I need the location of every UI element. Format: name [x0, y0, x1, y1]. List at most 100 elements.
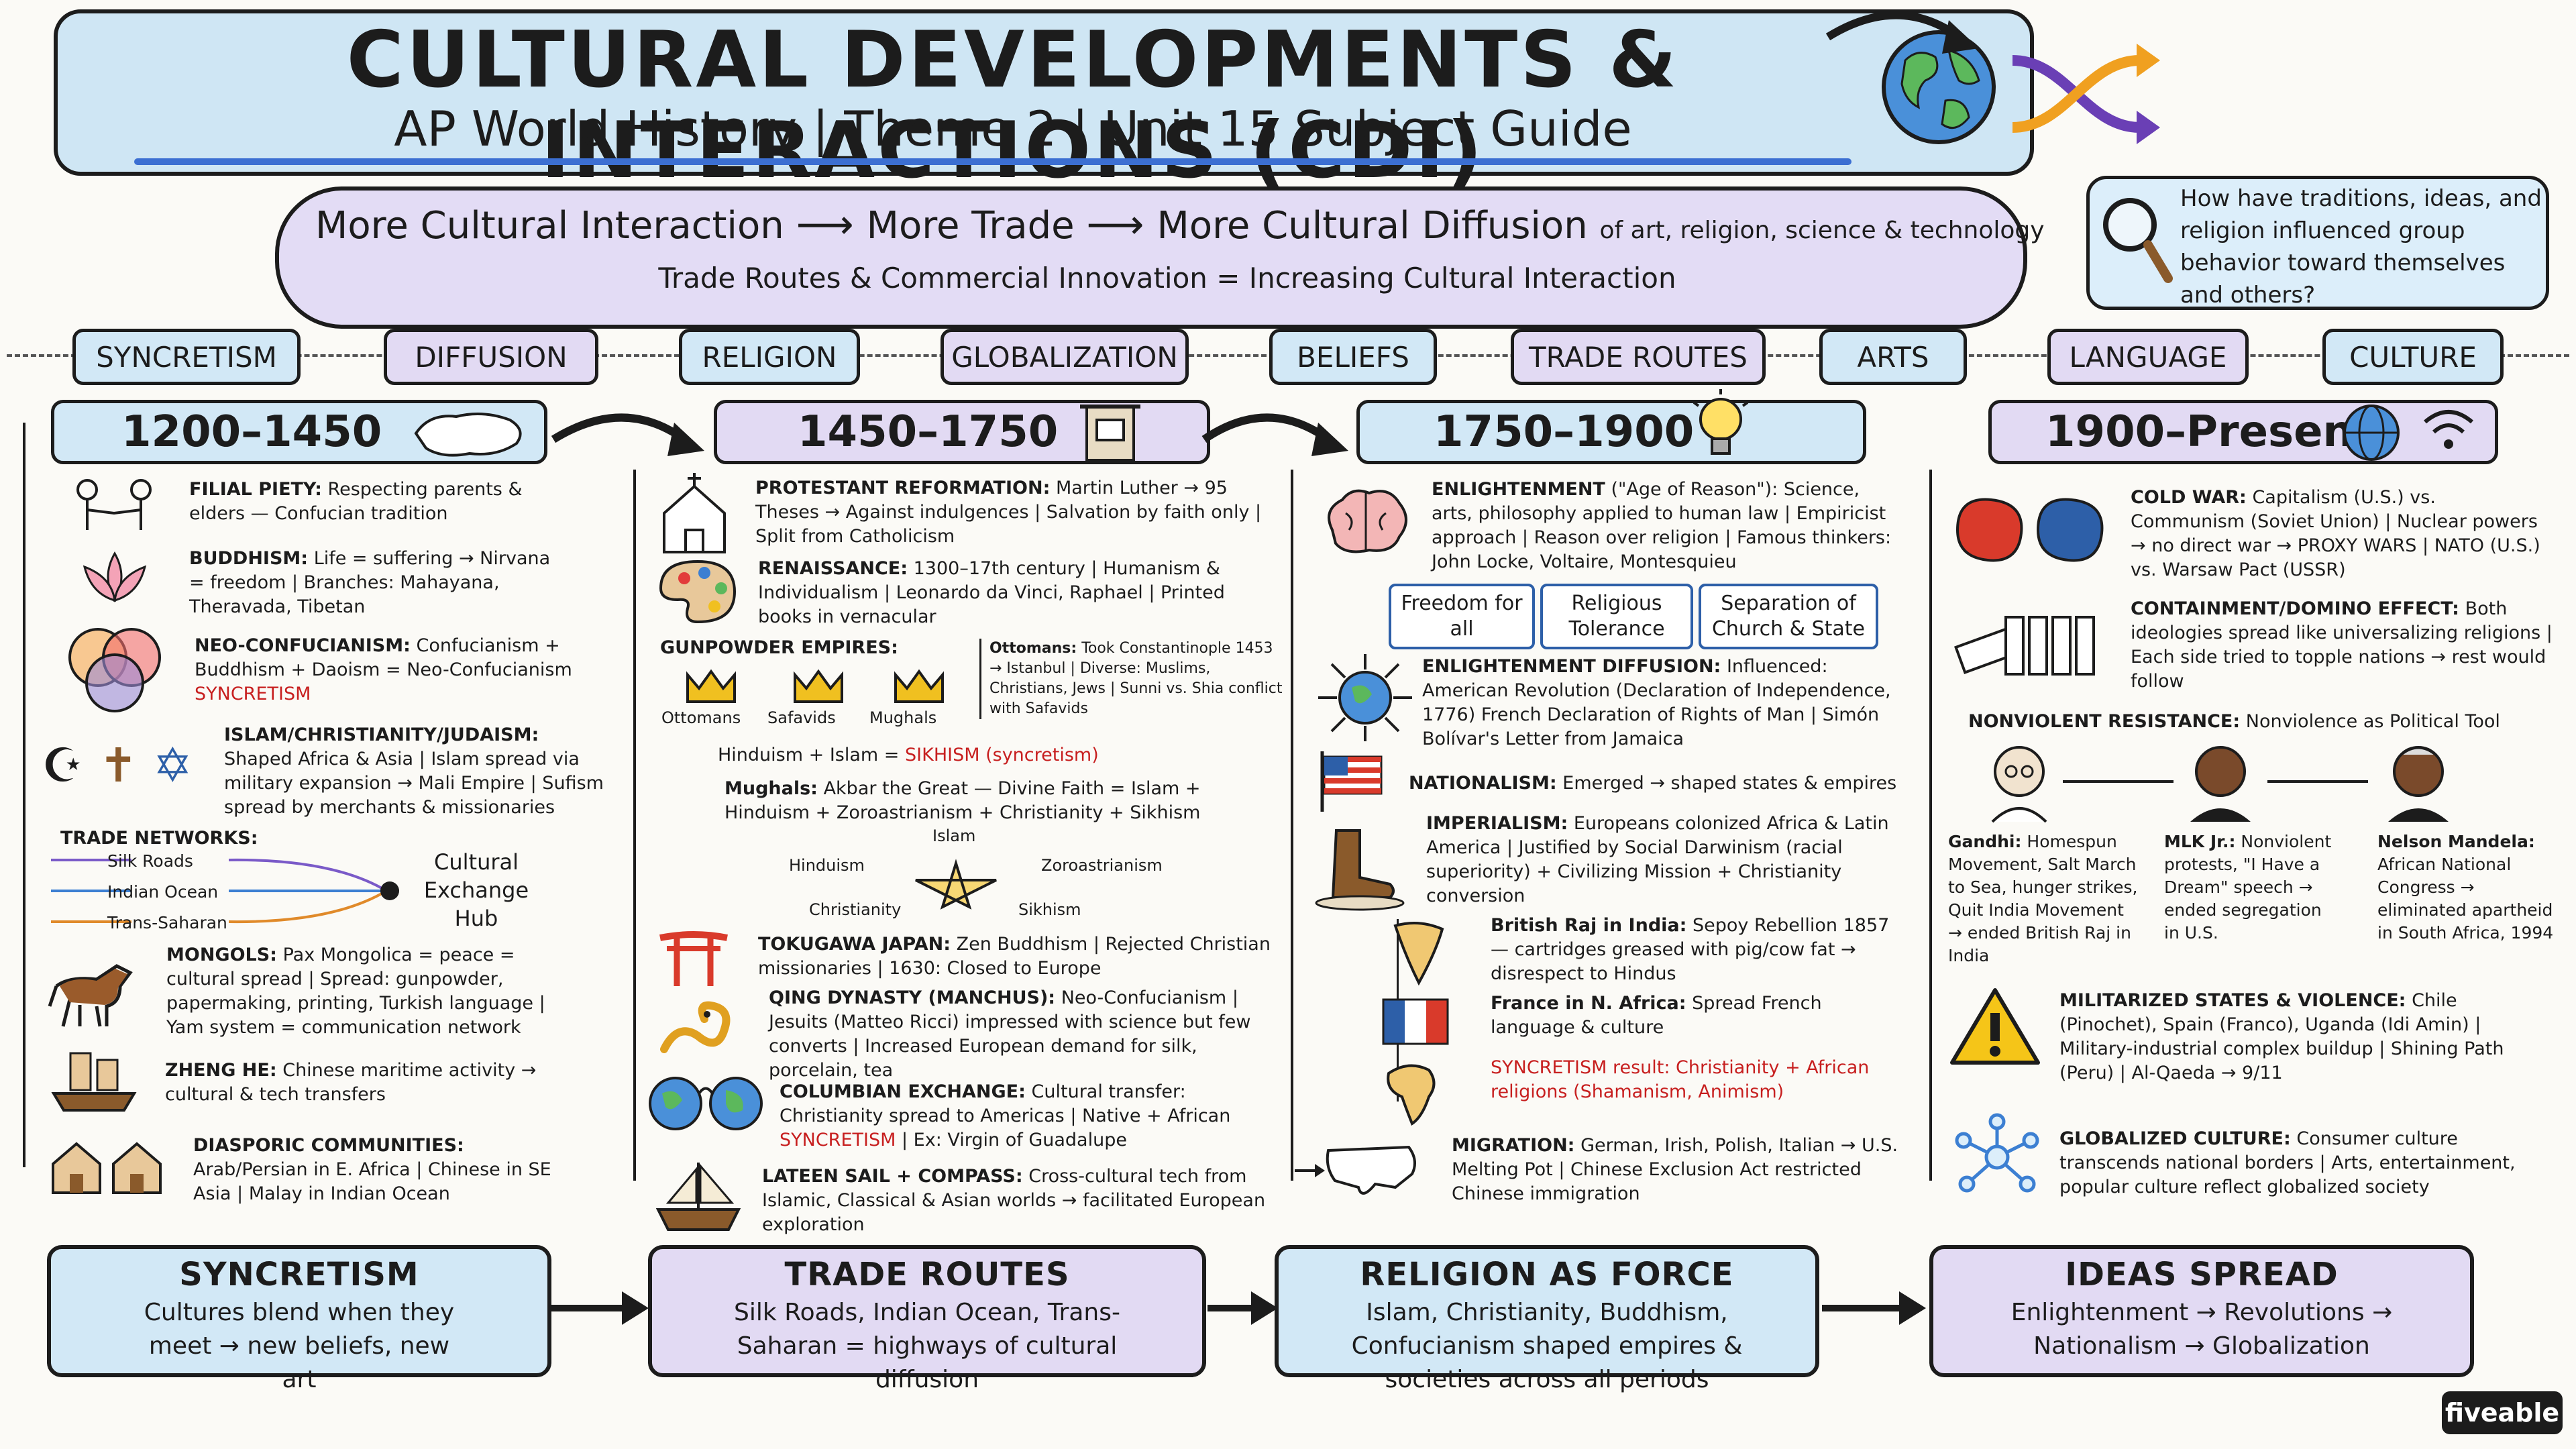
star-hinduism: Hinduism [789, 856, 865, 875]
crown-icon [894, 669, 944, 703]
tag-beliefs: BELIEFS [1269, 329, 1437, 385]
flow-step-3-note: of art, religion, science & technology [1599, 217, 2045, 244]
tag-language: LANGUAGE [2047, 329, 2249, 385]
star-diagram-icon [915, 859, 997, 910]
globe-icon [2343, 405, 2400, 461]
fiveable-logo: fiveable [2442, 1391, 2563, 1434]
renaissance-entry: RENAISSANCE: 1300–17th century | Humanis… [758, 558, 1225, 627]
flow-equation: Trade Routes & Commercial Innovation = I… [658, 262, 1676, 294]
crown-icon [686, 669, 736, 703]
nationalism-entry: NATIONALISM: Emerged → shaped states & e… [1409, 773, 1897, 794]
nonviolent-title: NONVIOLENT RESISTANCE: Nonviolence as Po… [1968, 711, 2500, 732]
arrow-right-icon [1822, 1291, 1926, 1325]
arrow-right-icon [551, 1291, 649, 1325]
globe-icon [1882, 30, 1996, 144]
migration-entry: MIGRATION: German, Irish, Polish, Italia… [1452, 1135, 1898, 1204]
summary-syncretism: SYNCRETISM Cultures blend when they meet… [47, 1245, 551, 1393]
tag-religion: RELIGION [679, 329, 860, 385]
network-icon [1955, 1113, 2039, 1193]
star-of-david-icon: ✡ [152, 738, 193, 793]
enlightenment-diffusion-entry: ENLIGHTENMENT DIFFUSION: Influenced: Ame… [1422, 656, 1891, 749]
trade-networks-title: TRADE NETWORKS: [60, 828, 258, 849]
containment-entry: CONTAINMENT/DOMINO EFFECT: Both ideologi… [2131, 598, 2553, 692]
empire-safavids: Safavids [767, 708, 836, 727]
syncretism-label: SYNCRETISM [195, 684, 311, 704]
warning-icon [1950, 988, 2040, 1065]
lateen-entry: LATEEN SAIL + COMPASS: Cross-cultural te… [762, 1166, 1266, 1235]
twin-globes-icon [649, 1077, 763, 1130]
flag-icon [1320, 751, 1383, 812]
enlightenment-entry: ENLIGHTENMENT ("Age of Reason"): Science… [1432, 479, 1892, 572]
essential-question-box [2086, 176, 2549, 310]
houses-icon [52, 1142, 162, 1194]
flow-step-2: More Trade [866, 204, 1075, 248]
empire-mughals: Mughals [869, 708, 937, 727]
route-indian-ocean: Indian Ocean [107, 882, 219, 902]
summary-trade-routes: TRADE ROUTES Silk Roads, Indian Ocean, T… [648, 1245, 1206, 1393]
sailing-ship-icon [655, 1163, 741, 1231]
boxing-gloves-icon [1955, 498, 2104, 562]
usa-map-icon [1295, 1145, 1416, 1195]
period-label: 1900–Present [2045, 407, 2374, 457]
mughals-entry: Mughals: Akbar the Great — Divine Faith … [724, 778, 1201, 823]
cross-icon: ✝ [99, 738, 138, 793]
horse-icon [48, 964, 133, 1027]
church-icon [663, 473, 726, 553]
star-sikhism: Sikhism [1018, 900, 1081, 919]
neo-confucianism-entry: NEO-CONFUCIANISM: Confucianism + Buddhis… [195, 635, 572, 704]
wifi-icon [2424, 410, 2473, 449]
timeline-rule [23, 423, 25, 1167]
arrow-right-icon: ⟶ [1086, 201, 1157, 248]
period-header-1750: 1750–1900 [1356, 400, 1866, 464]
timeline-rule [1291, 470, 1293, 1181]
ideal-separation-box: Separation of Church & State [1699, 584, 1878, 649]
globalized-entry: GLOBALIZED CULTURE: Consumer culture tra… [2059, 1128, 2516, 1197]
mongols-entry: MONGOLS: Pax Mongolica = peace = cultura… [166, 945, 545, 1038]
page-subtitle: AP World History | Theme 2 | Unit 15 Sub… [394, 101, 1632, 157]
reformation-entry: PROTESTANT REFORMATION: Martin Luther → … [755, 478, 1262, 547]
india-map-icon [1393, 922, 1444, 986]
dragon-icon [660, 1001, 731, 1053]
tag-diffusion: DIFFUSION [384, 329, 598, 385]
timeline-arrow-icon [1201, 413, 1348, 456]
exchange-hub-label: Cultural Exchange Hub [423, 849, 529, 931]
timeline-rule [633, 470, 636, 1181]
crescent-star-icon: ☪ [42, 738, 84, 793]
dominoes-icon [1954, 616, 2095, 676]
torii-gate-icon [659, 931, 728, 986]
crossing-arrows-icon [2012, 44, 2160, 144]
period-label: 1200–1450 [121, 407, 382, 457]
flow-step-1: More Cultural Interaction [315, 204, 784, 248]
abrahamic-entry: ISLAM/CHRISTIANITY/JUDAISM:Shaped Africa… [224, 724, 604, 818]
globe-diffusion-icon [1318, 654, 1412, 741]
ideal-freedom-box: Freedom for all [1389, 584, 1535, 649]
flow-chain: More Cultural Interaction ⟶ More Trade ⟶… [315, 201, 2045, 248]
summary-religion-force: RELIGION AS FORCE Islam, Christianity, B… [1275, 1245, 1819, 1393]
ideal-tolerance-box: Religious Tolerance [1540, 584, 1693, 649]
militarized-entry: MILITARIZED STATES & VIOLENCE: Chile (Pi… [2059, 990, 2504, 1083]
title-banner [54, 9, 2034, 176]
timeline-rule [1929, 470, 1932, 1181]
tokugawa-entry: TOKUGAWA JAPAN: Zen Buddhism | Rejected … [758, 934, 1271, 979]
tag-globalization: GLOBALIZATION [941, 329, 1189, 385]
printing-press-icon [1080, 405, 1140, 462]
gandhi-entry: Gandhi: Homespun Movement, Salt March to… [1948, 832, 2138, 965]
summary-ideas-spread: IDEAS SPREAD Enlightenment → Revolutions… [1929, 1245, 2474, 1377]
mandela-portrait-icon [2388, 746, 2449, 822]
leaders-portraits [1991, 746, 2449, 823]
arrow-right-icon [1208, 1291, 1278, 1325]
columbian-entry: COLUMBIAN EXCHANGE: Cultural transfer: C… [780, 1081, 1231, 1150]
diasporic-entry: DIASPORIC COMMUNITIES:Arab/Persian in E.… [193, 1135, 551, 1204]
buddhism-entry: BUDDHISM: Life = suffering → Nirvana = f… [189, 548, 551, 617]
crown-icon [794, 669, 843, 703]
trade-network-diagram [51, 858, 399, 924]
sikhism-entry: Hinduism + Islam = SIKHISM (syncretism) [718, 745, 1099, 765]
flow-cloud [275, 186, 2027, 329]
magnifying-glass-icon [2103, 198, 2173, 283]
route-silk-roads: Silk Roads [107, 851, 193, 871]
tag-culture: CULTURE [2322, 329, 2504, 385]
arrow-right-icon: ⟶ [796, 201, 867, 248]
star-zoroastrianism: Zoroastrianism [1041, 856, 1163, 875]
boot-icon [1315, 829, 1405, 911]
star-islam: Islam [932, 826, 976, 845]
